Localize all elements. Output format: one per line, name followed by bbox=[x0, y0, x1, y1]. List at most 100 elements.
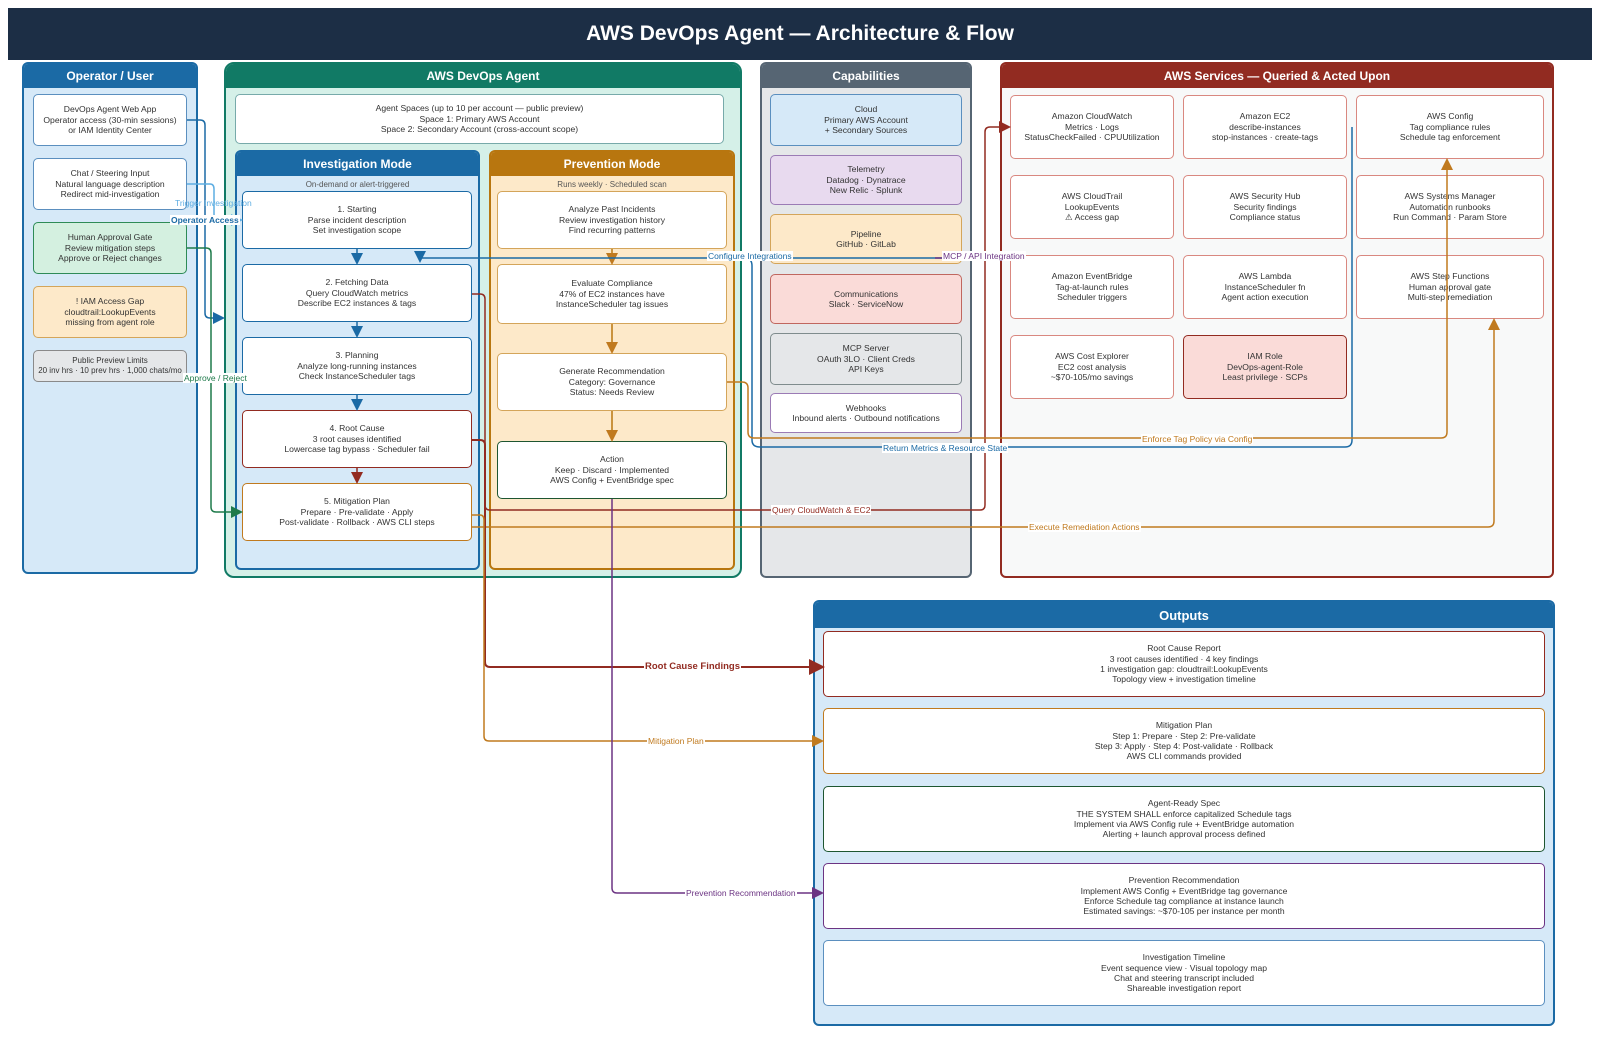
box-title: ! IAM Access Gap bbox=[75, 296, 145, 307]
box-line: cloudtrail:LookupEvents bbox=[64, 306, 156, 317]
box-line: Slack · ServiceNow bbox=[828, 299, 904, 309]
box-line: Check InstanceScheduler tags bbox=[298, 371, 416, 382]
box-title: Investigation Timeline bbox=[1142, 952, 1226, 963]
box-title: AWS Lambda bbox=[1238, 271, 1292, 282]
box-line: Shareable investigation report bbox=[1126, 983, 1242, 994]
box-title: Amazon EventBridge bbox=[1051, 271, 1133, 282]
prevention-mode-header: Prevention Mode bbox=[491, 152, 733, 176]
box-title: 5. Mitigation Plan bbox=[324, 496, 390, 507]
box-line: Review investigation history bbox=[558, 214, 666, 225]
box-title: DevOps Agent Web App bbox=[63, 104, 157, 115]
box-line: 47% of EC2 instances have bbox=[559, 288, 665, 299]
box-line: + Secondary Sources bbox=[824, 125, 908, 136]
box-line: InstanceScheduler fn bbox=[1224, 281, 1306, 292]
box-title: 4. Root Cause bbox=[329, 423, 385, 434]
label-trigger-investigation: Trigger Investigation bbox=[175, 198, 252, 208]
box-line: Agent action execution bbox=[1221, 292, 1309, 303]
label-return-metrics: Return Metrics & Resource State bbox=[882, 443, 1009, 453]
box-title: Webhooks bbox=[845, 402, 887, 413]
box-line: Category: Governance bbox=[568, 376, 656, 387]
box-line: Topology view + investigation timeline bbox=[1112, 674, 1256, 685]
diagram-title: AWS DevOps Agent — Architecture & Flow bbox=[8, 8, 1592, 60]
box-title: AWS CloudTrail bbox=[1061, 191, 1123, 202]
box-title: MCP Server bbox=[842, 343, 890, 354]
agent-panel-header: AWS DevOps Agent bbox=[226, 64, 740, 88]
agent-spaces-box[interactable]: Agent Spaces (up to 10 per account — pub… bbox=[235, 94, 724, 144]
box-line: Human approval gate bbox=[1408, 281, 1492, 292]
box-line: StatusCheckFailed · CPUUtilization bbox=[1024, 132, 1160, 143]
box-line: Estimated savings: ~$70-105 per instance… bbox=[1083, 906, 1285, 917]
label-mitigation-plan: Mitigation Plan bbox=[647, 736, 705, 746]
box-line: missing from agent role bbox=[65, 317, 155, 328]
prevention-mode-caption: Runs weekly · Scheduled scan bbox=[557, 180, 667, 189]
box-line: Set investigation scope bbox=[312, 225, 402, 236]
box-title: Amazon EC2 bbox=[1239, 111, 1291, 122]
box-line: OAuth 3LO · Client Creds bbox=[817, 353, 915, 364]
label-operator-access: Operator Access bbox=[170, 215, 240, 225]
box-line: Status: Needs Review bbox=[569, 387, 655, 398]
box-line: GitHub · GitLab bbox=[836, 239, 896, 249]
box-line: Lowercase tag bypass · Scheduler fail bbox=[284, 444, 430, 455]
box-title: Cloud bbox=[854, 104, 878, 115]
box-title: Generate Recommendation bbox=[559, 366, 665, 377]
box-line: LookupEvents bbox=[1064, 201, 1120, 212]
box-line: Find recurring patterns bbox=[568, 225, 656, 236]
label-mcp-api: MCP / API Integration bbox=[942, 251, 1026, 261]
operator-panel-header: Operator / User bbox=[24, 64, 196, 88]
label-root-cause-findings: Root Cause Findings bbox=[644, 661, 741, 672]
box-line: Space 1: Primary AWS Account bbox=[419, 113, 540, 124]
box-title: Agent Spaces (up to 10 per account — pub… bbox=[375, 103, 584, 114]
box-line: Analyze long-running instances bbox=[297, 360, 417, 371]
box-title: Agent-Ready Spec bbox=[1147, 798, 1221, 809]
box-line: Compliance status bbox=[1229, 212, 1301, 223]
investigation-mode-caption: On-demand or alert-triggered bbox=[305, 180, 410, 189]
box-line: AWS CLI commands provided bbox=[1126, 751, 1242, 762]
box-line: Prepare · Pre-validate · Apply bbox=[300, 506, 414, 517]
outputs-header: Outputs bbox=[815, 602, 1553, 628]
box-line: Automation runbooks bbox=[1409, 201, 1491, 212]
box-line: New Relic · Splunk bbox=[829, 185, 903, 196]
box-title: Public Preview Limits bbox=[72, 355, 148, 365]
box-title: IAM Role bbox=[1247, 351, 1283, 362]
box-line: Step 1: Prepare · Step 2: Pre-validate bbox=[1112, 730, 1256, 741]
box-line: ⚠ Access gap bbox=[1064, 212, 1120, 223]
label-approve-reject: Approve / Reject bbox=[183, 373, 248, 383]
box-title: AWS Cost Explorer bbox=[1055, 351, 1129, 362]
box-line: Post-validate · Rollback · AWS CLI steps bbox=[279, 517, 435, 528]
